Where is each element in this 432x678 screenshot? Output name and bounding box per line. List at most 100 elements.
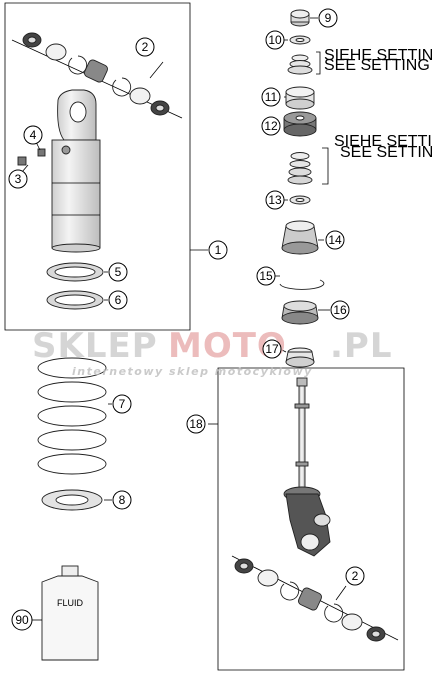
svg-text:4: 4 <box>30 128 37 142</box>
svg-text:5: 5 <box>115 265 122 279</box>
leader-2a <box>149 61 164 79</box>
top-stack-group: SIEHE SETTING LISTE SEE SETTING LIST SIE… <box>274 9 432 368</box>
bracket-1 <box>316 51 321 75</box>
fluid-bottle: FLUID <box>32 565 99 661</box>
callout-1: 1 <box>208 240 228 260</box>
eye-bolt-hole <box>313 513 331 527</box>
part-9-nut <box>290 9 310 27</box>
rod-eye <box>283 486 331 557</box>
bottle-body <box>41 575 99 661</box>
svg-text:18: 18 <box>189 417 203 431</box>
svg-text:6: 6 <box>115 293 122 307</box>
damper-rod-group <box>208 367 405 671</box>
setting-note-2-de: SIEHE SETTING LISTE <box>334 133 432 150</box>
shock-adjuster <box>61 145 71 155</box>
callout-2b: 2 <box>345 566 365 586</box>
callout-13: 13 <box>265 190 285 210</box>
piston-rod <box>294 377 310 493</box>
shock-body <box>51 89 101 253</box>
svg-text:10: 10 <box>268 33 282 47</box>
svg-text:12: 12 <box>264 119 278 133</box>
shock-assembly-group <box>4 2 208 331</box>
kit-washer-2 <box>129 87 151 105</box>
kit-b-circlip-2 <box>324 603 344 623</box>
kit-circlip-2 <box>112 77 132 97</box>
setting-note-1-de: SIEHE SETTING LISTE <box>324 47 432 64</box>
callout-4: 4 <box>23 125 43 145</box>
callout-16: 16 <box>330 300 350 320</box>
setting-note-2: SIEHE SETTING LISTE SEE SETTING LIST <box>322 133 432 185</box>
callout-12: 12 <box>261 116 281 136</box>
part-10-washer <box>289 35 311 45</box>
setting-note-2-en: SEE SETTING LIST <box>340 144 432 161</box>
svg-text:2: 2 <box>352 569 359 583</box>
svg-text:9: 9 <box>325 11 332 25</box>
part-11-cup <box>285 86 315 110</box>
shims-set-1 <box>287 54 313 75</box>
kit-b-seal-1-hole <box>239 562 249 570</box>
callout-9: 9 <box>318 8 338 28</box>
part-4-nut <box>37 148 46 157</box>
rod-collar-1 <box>294 403 310 409</box>
adjusting-rings <box>46 262 104 310</box>
kit-b-circlip-1 <box>280 581 300 601</box>
part-7-spring <box>37 357 107 475</box>
shock-bottom <box>51 243 101 253</box>
bearing-kit-top <box>11 32 183 119</box>
callout-17: 17 <box>262 339 282 359</box>
watermark: SKLEP MOTO .PL internetowy sklep motocyk… <box>32 326 393 378</box>
setting-note-1: SIEHE SETTING LISTE SEE SETTING LIST <box>316 47 432 75</box>
kit-circlip-1 <box>68 55 88 75</box>
svg-text:16: 16 <box>333 303 347 317</box>
rod-tip <box>296 377 308 387</box>
kit-b-seal-2-hole <box>371 630 381 638</box>
part-6-ring-hole <box>54 294 96 306</box>
svg-text:90: 90 <box>15 613 29 627</box>
part-16-seal <box>281 300 319 325</box>
svg-text:8: 8 <box>119 493 126 507</box>
svg-text:11: 11 <box>265 90 278 104</box>
bearing-kit-bottom <box>231 555 399 642</box>
spring-group <box>37 357 112 511</box>
callout-3: 3 <box>8 169 28 189</box>
kit-b-washer-1 <box>257 569 279 587</box>
svg-text:7: 7 <box>119 397 126 411</box>
shims-set-2 <box>287 152 313 185</box>
kit-b-bearing <box>297 587 323 611</box>
part-5-ring-hole <box>54 266 96 278</box>
callout-8: 8 <box>112 490 132 510</box>
callout-6: 6 <box>108 290 128 310</box>
callout-90: 90 <box>11 609 33 631</box>
kit-b-washer-2 <box>341 613 363 631</box>
part-17-bump-rubber <box>285 347 315 368</box>
callout-2a: 2 <box>135 37 155 57</box>
kit-seal-1-hole <box>27 36 37 44</box>
screw-parts <box>17 148 46 166</box>
svg-text:2: 2 <box>142 40 149 54</box>
shock-eye-hole <box>69 101 87 123</box>
rod-assembly-frame <box>217 367 405 671</box>
callout-10: 10 <box>265 30 285 50</box>
watermark-brand-a: SKLEP <box>32 326 158 366</box>
leader-17 <box>281 349 287 353</box>
svg-text:1: 1 <box>215 243 222 257</box>
watermark-brand-c: .PL <box>330 326 393 366</box>
callout-11: 11 <box>261 87 281 107</box>
svg-text:13: 13 <box>268 193 282 207</box>
rod-shaft <box>298 385 306 493</box>
svg-text:3: 3 <box>15 172 22 186</box>
leader-2b <box>335 585 347 601</box>
watermark-tagline: internetowy sklep motocyklowy <box>72 365 313 378</box>
eye-bearing-hole <box>300 533 320 551</box>
callout-18: 18 <box>186 414 206 434</box>
callout-5: 5 <box>108 262 128 282</box>
callout-7: 7 <box>112 394 132 414</box>
part-12-piston <box>283 111 317 137</box>
kit-seal-2-hole <box>155 104 165 112</box>
fluid-label: FLUID <box>57 598 84 608</box>
part-3-screw <box>17 156 27 166</box>
svg-text:14: 14 <box>328 233 342 247</box>
kit-washer-1 <box>45 43 67 61</box>
